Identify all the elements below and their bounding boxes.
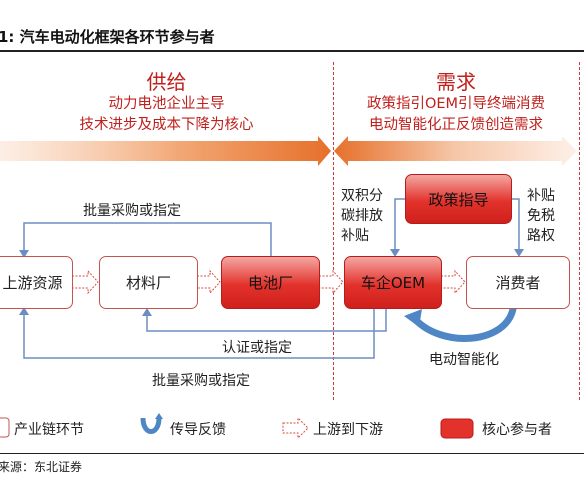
box-battery-label: 电池厂: [247, 274, 293, 292]
box-upstream-resources: 上游资源: [0, 256, 73, 309]
flow-arrow-materials-battery: [196, 269, 221, 295]
box-upstream-label: 上游资源: [2, 274, 63, 292]
box-battery-maker: 电池厂: [221, 256, 320, 309]
policy-to-consumer-connector: [512, 198, 520, 255]
supply-line2: 技术进步及成本下降为核心: [79, 117, 254, 133]
certify-connector: [146, 309, 387, 332]
box-oem: 车企OEM: [344, 256, 442, 309]
flow-arrow-oem-consumer: [440, 269, 466, 295]
box-consumer-label: 消费者: [495, 274, 541, 292]
legend-core-swatch: [440, 418, 474, 439]
label-smart-ev: 电动智能化: [429, 352, 499, 368]
demand-flow-arrow: [334, 136, 577, 166]
legend-feedback-arrowhead: [155, 413, 163, 419]
certify-arrowhead: [142, 308, 152, 316]
policy-to-oem-arrowhead: [390, 249, 400, 257]
legend-chain-swatch: [0, 417, 10, 438]
box-consumer: 消费者: [466, 256, 570, 309]
source-note: 来源：东北证券: [0, 460, 83, 474]
left-policy-list: 双积分 碳排放 补贴: [341, 186, 383, 246]
left-policy-item: 碳排放: [341, 208, 383, 224]
right-policy-item: 路权: [527, 228, 555, 244]
feedback-curve: [410, 305, 517, 342]
figure-title-text: 1: 汽车电动化框架各环节参与者: [0, 28, 215, 46]
demand-line1: 政策指引OEM引导终端消费: [366, 96, 546, 112]
procure-top-connector: [23, 222, 272, 256]
label-certify: 认证或指定: [222, 340, 292, 356]
left-policy-item: 补贴: [341, 228, 369, 244]
source-rule: [0, 453, 584, 454]
figure-title: 1: 汽车电动化框架各环节参与者: [0, 26, 584, 52]
procure-bottom-arrowhead: [19, 307, 29, 315]
feedback-arrowhead: [404, 309, 422, 327]
demand-line2: 电动智能化正反馈创造需求: [369, 117, 543, 133]
supply-flow-arrow: [0, 136, 331, 166]
legend-feedback-swatch: [140, 417, 162, 434]
box-oem-label: 车企OEM: [360, 274, 426, 292]
box-materials: 材料厂: [99, 256, 198, 309]
policy-to-consumer-arrowhead: [514, 249, 524, 257]
label-procure-top: 批量采购或指定: [83, 203, 181, 219]
box-policy-label: 政策指导: [428, 190, 489, 209]
legend-flow-label: 上游到下游: [313, 422, 383, 438]
label-procure-bottom: 批量采购或指定: [152, 373, 250, 389]
right-policy-list: 补贴 免税 路权: [527, 186, 555, 246]
right-policy-item: 免税: [527, 208, 555, 224]
box-policy-guidance: 政策指导: [405, 174, 512, 224]
legend-feedback-label: 传导反馈: [170, 422, 226, 438]
flow-arrow-battery-oem: [318, 269, 344, 295]
legend-chain-label: 产业链环节: [14, 422, 84, 438]
policy-to-oem-connector: [394, 198, 405, 255]
supply-line1: 动力电池企业主导: [108, 96, 225, 112]
legend-core-label: 核心参与者: [482, 422, 552, 438]
divider-center: [333, 62, 334, 400]
right-policy-item: 补贴: [527, 188, 555, 204]
procure-bottom-connector: [23, 309, 375, 359]
divider-right: [579, 62, 580, 400]
left-policy-item: 双积分: [341, 188, 383, 204]
procure-top-arrowhead: [19, 250, 29, 258]
legend-flow-swatch: [282, 416, 309, 440]
supply-header: 供给: [146, 70, 187, 94]
flow-arrow-upstream-materials: [71, 269, 99, 295]
demand-header: 需求: [436, 70, 476, 94]
box-materials-label: 材料厂: [125, 274, 171, 292]
